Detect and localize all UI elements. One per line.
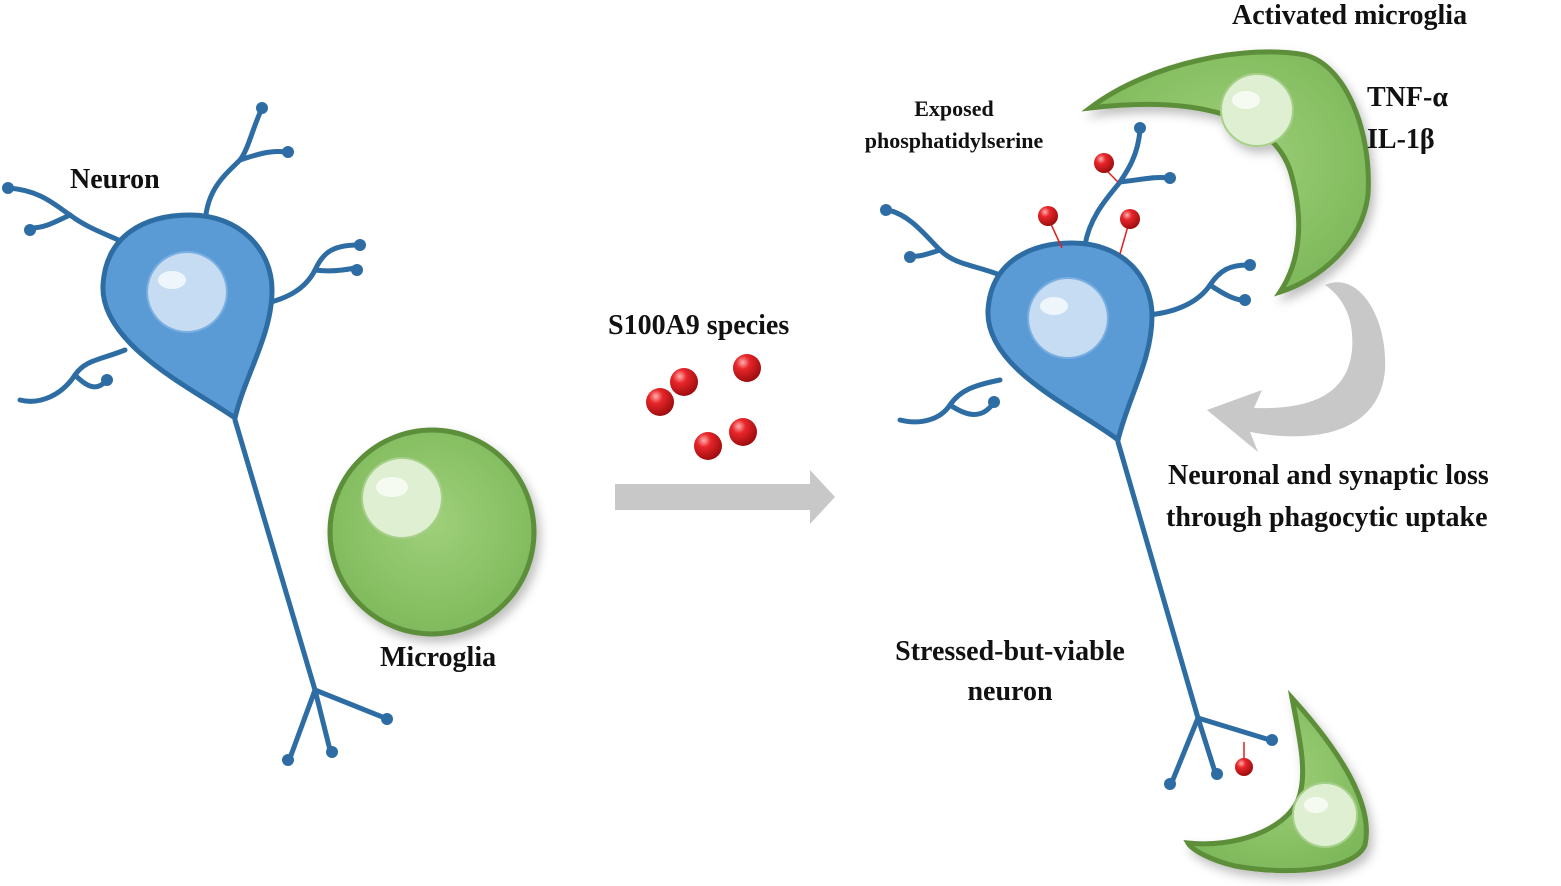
- resting-neuron-nucleus: [146, 251, 228, 333]
- stressed-neuron-dendrites: [885, 127, 1251, 425]
- label-exposed-line1: Exposed: [914, 96, 993, 121]
- activated-microglia-top-nucleus: [1220, 73, 1294, 147]
- label-loss-line2: through phagocytic uptake: [1166, 502, 1488, 533]
- resting-neuron-axon: [232, 417, 388, 761]
- resting-neuron: [2, 102, 393, 766]
- resting-neuron-dendrite-tips: [2, 102, 366, 386]
- transition-arrow: [615, 470, 835, 524]
- label-stressed-line2: neuron: [967, 676, 1052, 707]
- label-loss-line1: Neuronal and synaptic loss: [1168, 460, 1489, 491]
- stressed-neuron-dendrite-tips: [880, 122, 1256, 408]
- label-exposed-line2: phosphatidylserine: [865, 128, 1044, 153]
- label-tnf-alpha: TNF-α: [1367, 82, 1448, 113]
- stressed-neuron: [880, 122, 1278, 790]
- phagocytic-uptake-arrow: [1207, 282, 1386, 452]
- label-neuron: Neuron: [70, 164, 160, 195]
- stressed-neuron-nucleus: [1027, 277, 1109, 359]
- resting-neuron-axon-terminals: [282, 713, 393, 766]
- phosphatidylserine-markers: [1038, 153, 1253, 776]
- activated-microglia-bottom: [1183, 689, 1369, 874]
- stressed-neuron-axon-terminals: [1164, 734, 1278, 790]
- label-il-1beta: IL-1β: [1367, 124, 1435, 155]
- activated-microglia-bottom-nucleus: [1292, 782, 1358, 848]
- resting-neuron-dendrites: [5, 105, 361, 404]
- label-stressed-line1: Stressed-but-viable: [895, 636, 1125, 667]
- label-s100a9-species: S100A9 species: [608, 310, 789, 341]
- s100a9-particles: [646, 354, 761, 460]
- label-activated-microglia: Activated microglia: [1232, 0, 1467, 31]
- label-microglia: Microglia: [380, 642, 496, 673]
- resting-microglia: [327, 427, 537, 637]
- resting-microglia-nucleus: [361, 457, 443, 539]
- stressed-neuron-axon: [1115, 439, 1273, 785]
- activated-microglia-top: [1081, 49, 1371, 297]
